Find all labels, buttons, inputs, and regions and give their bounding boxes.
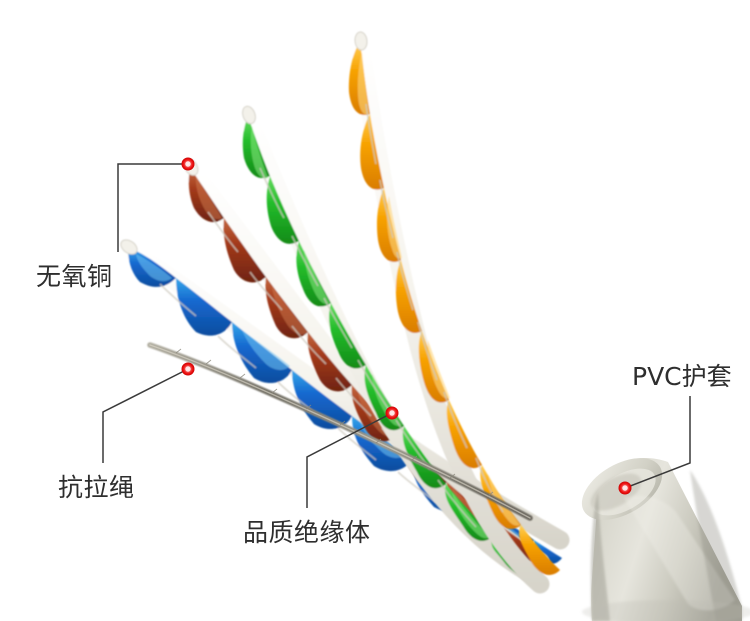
leader-line-copper bbox=[117, 163, 188, 252]
leader-line-pvc bbox=[624, 396, 691, 489]
annotation-label-ripcord: 抗拉绳 bbox=[58, 473, 135, 502]
annotation-label-insulator: 品质绝缘体 bbox=[243, 518, 371, 547]
leader-line-ripcord bbox=[102, 368, 189, 463]
leader-line-insulator bbox=[306, 412, 393, 508]
pvc-jacket bbox=[581, 458, 742, 621]
leader-lines bbox=[102, 163, 691, 508]
marker-pvc[interactable] bbox=[618, 481, 632, 495]
marker-ripcord[interactable] bbox=[181, 362, 195, 376]
annotation-label-pvc-jacket: PVC护套 bbox=[632, 362, 732, 391]
annotation-label-oxygen-free-copper: 无氧铜 bbox=[36, 262, 113, 291]
orange-white-twisted-pair bbox=[348, 31, 560, 594]
marker-copper[interactable] bbox=[181, 157, 195, 171]
ripcord-strand bbox=[147, 342, 533, 521]
annotation-markers bbox=[181, 157, 632, 495]
marker-insulator[interactable] bbox=[385, 406, 399, 420]
